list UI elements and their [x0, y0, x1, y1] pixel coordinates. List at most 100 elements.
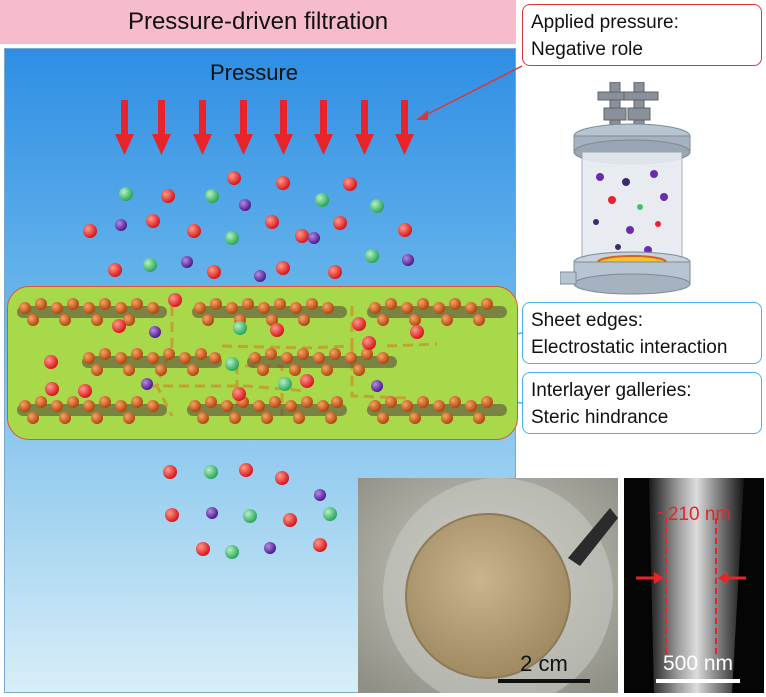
- ion-red-icon: [163, 465, 177, 479]
- tweezers-icon: [568, 508, 618, 566]
- callout-interlayer-galleries: Interlayer galleries: Steric hindrance: [522, 372, 762, 434]
- ion-green-icon: [205, 189, 219, 203]
- ion-red-icon: [45, 382, 59, 396]
- ion-red-icon: [232, 387, 246, 401]
- ion-red-icon: [333, 216, 347, 230]
- callout-line: Steric hindrance: [531, 407, 669, 428]
- solution-particles: [593, 170, 668, 254]
- callout-applied-pressure: Applied pressure: Negative role: [522, 4, 762, 66]
- sem-drawing: ~210 nm 500 nm: [624, 478, 764, 693]
- ion-purple-icon: [308, 232, 320, 244]
- ion-red-icon: [295, 229, 309, 243]
- ion-purple-icon: [314, 489, 326, 501]
- pressure-arrow-icon: [234, 100, 253, 155]
- ion-purple-icon: [206, 507, 218, 519]
- ion-green-icon: [225, 357, 239, 371]
- ion-red-icon: [300, 374, 314, 388]
- photo-scale-label: 2 cm: [520, 651, 568, 676]
- pressure-label: Pressure: [210, 60, 299, 85]
- ion-red-icon: [165, 508, 179, 522]
- pressure-arrow-icon: [274, 100, 293, 155]
- ion-red-icon: [108, 263, 122, 277]
- ion-green-icon: [204, 465, 218, 479]
- sheet-row-bottom: [17, 396, 507, 424]
- sem-cross-section: ~210 nm 500 nm: [624, 478, 764, 693]
- sem-scale-bar: [656, 679, 740, 683]
- ion-purple-icon: [115, 219, 127, 231]
- cylinder-body: [581, 151, 683, 263]
- ion-purple-icon: [239, 199, 251, 211]
- ion-red-icon: [44, 355, 58, 369]
- membrane-disc-photo: [405, 513, 571, 679]
- ion-green-icon: [278, 377, 292, 391]
- ion-green-icon: [323, 507, 337, 521]
- membrane-ions: [44, 293, 424, 401]
- pressure-arrow-icon: [355, 100, 374, 155]
- pressure-arrow-icon: [152, 100, 171, 155]
- ion-red-icon: [146, 214, 160, 228]
- callout-line: Sheet edges:: [531, 310, 643, 331]
- ion-red-icon: [410, 325, 424, 339]
- ion-red-icon: [265, 215, 279, 229]
- callout-line: Applied pressure:: [531, 12, 679, 33]
- pointer-arrow-icon: [416, 110, 428, 120]
- ion-purple-icon: [149, 326, 161, 338]
- pointer-line: [419, 65, 523, 119]
- callout-sheet-edges: Sheet edges: Electrostatic interaction: [522, 302, 762, 364]
- sem-thickness-label: ~210 nm: [657, 504, 731, 525]
- ion-green-icon: [315, 193, 329, 207]
- callout-line: Interlayer galleries:: [531, 380, 692, 401]
- ion-green-icon: [233, 321, 247, 335]
- pressure-arrow-icon: [115, 100, 134, 155]
- ion-red-icon: [283, 513, 297, 527]
- ion-red-icon: [270, 323, 284, 337]
- ion-red-icon: [112, 319, 126, 333]
- ion-red-icon: [78, 384, 92, 398]
- ion-green-icon: [225, 545, 239, 559]
- pressure-arrows: [115, 100, 414, 155]
- ion-purple-icon: [254, 270, 266, 282]
- ion-red-icon: [161, 189, 175, 203]
- transport-paths: [147, 306, 438, 417]
- ion-red-icon: [168, 293, 182, 307]
- ion-red-icon: [187, 224, 201, 238]
- permeate-ions: [163, 463, 337, 559]
- ion-green-icon: [370, 199, 384, 213]
- callout-line: Negative role: [531, 39, 643, 60]
- valve-handles: [597, 82, 659, 127]
- ion-red-icon: [362, 336, 376, 350]
- ion-red-icon: [276, 176, 290, 190]
- ion-purple-icon: [264, 542, 276, 554]
- ion-red-icon: [343, 177, 357, 191]
- ion-red-icon: [352, 317, 366, 331]
- ion-green-icon: [119, 187, 133, 201]
- sheet-row-middle: [82, 348, 397, 376]
- ion-red-icon: [398, 223, 412, 237]
- membrane-photo-drawing: 2 cm: [358, 478, 618, 693]
- sem-scale-label: 500 nm: [663, 652, 733, 675]
- ion-red-icon: [83, 224, 97, 238]
- pressure-arrow-icon: [193, 100, 212, 155]
- ion-red-icon: [275, 471, 289, 485]
- ion-red-icon: [207, 265, 221, 279]
- ion-green-icon: [365, 249, 379, 263]
- ion-red-icon: [239, 463, 253, 477]
- ion-red-icon: [328, 265, 342, 279]
- pressure-arrow-icon: [395, 100, 414, 155]
- filtration-cell-illustration: [560, 82, 691, 295]
- ion-purple-icon: [371, 380, 383, 392]
- membrane-photo: 2 cm: [358, 478, 618, 693]
- ion-red-icon: [276, 261, 290, 275]
- feed-ions: [83, 171, 414, 282]
- ion-red-icon: [313, 538, 327, 552]
- ion-purple-icon: [402, 254, 414, 266]
- membrane-cross-section: [649, 478, 744, 693]
- sheet-row-top: [17, 298, 507, 326]
- outlet-pipe: [560, 271, 577, 285]
- scale-bar: [498, 679, 590, 683]
- figure-title: Pressure-driven filtration: [127, 8, 389, 35]
- ion-red-icon: [227, 171, 241, 185]
- ion-purple-icon: [181, 256, 193, 268]
- ion-green-icon: [225, 231, 239, 245]
